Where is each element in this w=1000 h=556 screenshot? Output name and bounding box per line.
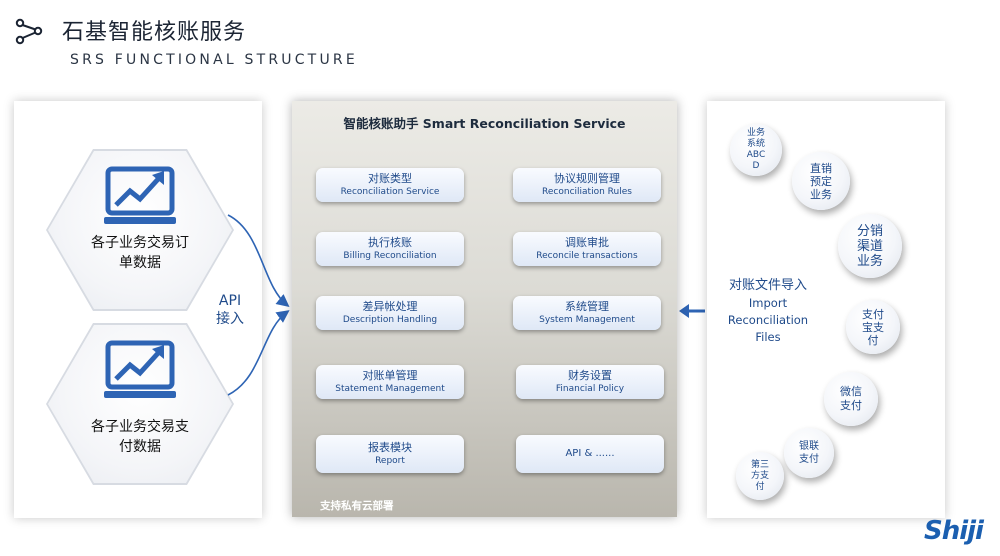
bubble-line: 业务: [810, 187, 832, 201]
bubble-line: 系统: [746, 139, 765, 149]
bubble-wechat-pay: 微信 支付: [824, 372, 878, 426]
service-zh: 差异帐处理: [362, 300, 418, 313]
shiji-logo: Shiji: [924, 516, 984, 546]
service-zh: 调账审批: [565, 236, 609, 249]
center-title: 智能核账助手 Smart Reconciliation Service: [343, 116, 626, 131]
private-cloud-note: 支持私有云部署: [320, 500, 394, 512]
bubble-line: 渠道: [856, 238, 883, 254]
import-en-2: Reconciliation: [727, 313, 809, 327]
data-source-panel: 各子业务交易订 单数据 各子业务交易支 付数据: [14, 101, 262, 518]
service-en: Reconciliation Service: [340, 187, 440, 197]
service-en: Reconciliation Rules: [542, 187, 632, 197]
bubble-unionpay: 银联 支付: [784, 428, 834, 478]
page-subtitle: SRS FUNCTIONAL STRUCTURE: [70, 52, 358, 68]
bubble-line: 付: [867, 333, 879, 347]
bubble-line: 方支: [750, 470, 769, 481]
service-system-management[interactable]: 系统管理 System Management: [513, 296, 661, 330]
share-nodes-icon: [15, 18, 43, 45]
service-en: Reconcile transactions: [536, 251, 638, 261]
bubble-business-system: 业务 系统 ABC D: [730, 124, 782, 176]
bubble-line: 业务: [746, 128, 765, 138]
service-en: Report: [375, 456, 405, 466]
import-en-3: Files: [755, 330, 781, 344]
page-title: 石基智能核账服务: [62, 20, 247, 45]
service-description-handling[interactable]: 差异帐处理 Description Handling: [316, 296, 464, 330]
source-label-line1: 各子业务交易支: [91, 419, 189, 435]
service-report[interactable]: 报表模块 Report: [316, 435, 464, 473]
import-en-1: Import: [748, 296, 788, 310]
service-reconciliation-rules[interactable]: 协议规则管理 Reconciliation Rules: [513, 168, 661, 202]
service-billing-reconciliation[interactable]: 执行核账 Billing Reconciliation: [316, 232, 464, 266]
import-files-label: 对账文件导入 Import Reconciliation Files: [718, 276, 818, 345]
bubble-line: 支付: [862, 307, 884, 321]
bubble-line: 支付: [799, 454, 819, 465]
api-label-line1: API: [218, 293, 242, 309]
bubble-line: 分销: [856, 223, 883, 239]
bubble-line: 微信: [840, 385, 862, 398]
service-reconciliation-type[interactable]: 对账类型 Reconciliation Service: [316, 168, 464, 202]
service-zh: 系统管理: [565, 300, 609, 313]
bubble-line: 宝支: [862, 320, 884, 334]
chart-monitor-icon: [104, 340, 176, 398]
service-zh: 对账类型: [368, 172, 412, 185]
service-api[interactable]: API & ......: [516, 435, 664, 473]
service-financial-policy[interactable]: 财务设置 Financial Policy: [516, 365, 664, 399]
bubble-line: 业务: [856, 253, 883, 269]
service-en: System Management: [539, 315, 635, 325]
service-zh: API & ......: [565, 448, 615, 459]
service-en: Description Handling: [342, 315, 438, 325]
bubble-line: 第三: [750, 459, 769, 470]
service-zh: 协议规则管理: [554, 172, 620, 185]
service-en: Billing Reconciliation: [343, 251, 437, 261]
bubble-line: 付: [755, 481, 765, 492]
import-zh: 对账文件导入: [728, 278, 807, 293]
smart-reconciliation-panel: 智能核账助手 Smart Reconciliation Service 对账类型…: [292, 101, 677, 517]
bubble-line: 支付: [840, 399, 862, 412]
service-statement-management[interactable]: 对账单管理 Statement Management: [316, 365, 464, 399]
service-en: Statement Management: [335, 384, 445, 394]
bubble-line: D: [752, 161, 760, 171]
bubble-line: 银联: [799, 441, 819, 452]
source-label-line2: 单数据: [119, 255, 161, 271]
service-zh: 财务设置: [568, 369, 612, 382]
bubble-direct-sales: 直销 预定 业务: [792, 152, 850, 210]
bubble-distribution: 分销 渠道 业务: [838, 214, 902, 278]
api-label-line2: 接入: [216, 311, 244, 327]
chart-monitor-icon: [104, 166, 176, 224]
import-arrow: [679, 304, 689, 318]
source-label-line1: 各子业务交易订: [91, 235, 189, 251]
service-zh: 对账单管理: [362, 369, 418, 382]
service-reconcile-transactions[interactable]: 调账审批 Reconcile transactions: [513, 232, 661, 266]
bubble-third-party-pay: 第三 方支 付: [736, 452, 784, 500]
service-zh: 报表模块: [368, 441, 412, 454]
bubble-alipay: 支付 宝支 付: [846, 300, 900, 354]
api-access-label: API 接入: [210, 292, 250, 328]
service-en: Financial Policy: [555, 384, 625, 394]
bubble-line: ABC: [746, 150, 766, 160]
bubble-line: 预定: [810, 174, 832, 188]
bubble-line: 直销: [810, 161, 832, 175]
service-zh: 执行核账: [368, 236, 412, 249]
source-label-line2: 付数据: [119, 439, 161, 455]
